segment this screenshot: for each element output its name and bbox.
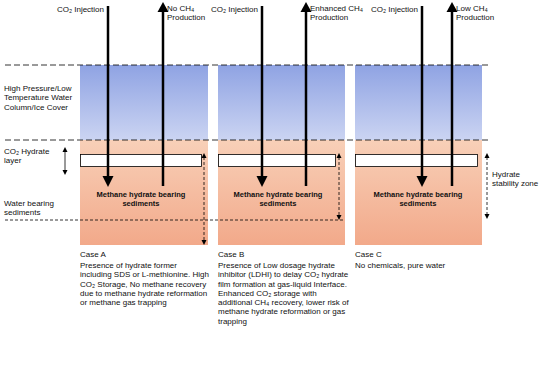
injection-well xyxy=(107,6,110,177)
dimension-arrow xyxy=(487,157,488,215)
region-text: Methane hydrate bearing sediments xyxy=(87,190,195,208)
sediment-region: Methane hydrate bearing sediments xyxy=(362,189,474,211)
production-well xyxy=(305,11,308,186)
arrow-head xyxy=(63,170,68,175)
arrow-head xyxy=(158,2,169,12)
arrow-head xyxy=(202,153,207,158)
injection-well xyxy=(421,6,424,177)
arrow-head xyxy=(485,153,490,158)
sediment-fill xyxy=(355,140,482,245)
water-column xyxy=(355,65,482,140)
dimension-arrow xyxy=(339,157,340,216)
sediment-fill xyxy=(80,140,208,245)
arrow-head xyxy=(63,147,68,152)
sediment-fill xyxy=(218,140,345,245)
arrow-head xyxy=(485,214,490,219)
dimension-arrow xyxy=(65,151,66,171)
arrow-head xyxy=(257,176,268,187)
water-column xyxy=(218,65,345,140)
boundary-line xyxy=(5,65,490,66)
arrow-head xyxy=(301,2,312,12)
production-well xyxy=(162,11,165,186)
region-text: Methane hydrate bearing sediments xyxy=(364,190,472,208)
case-title: Case C xyxy=(355,250,485,259)
well-label: CO₂ Injection xyxy=(50,5,104,14)
case-description: Presence of hydrate former including SDS… xyxy=(80,261,210,307)
boundary-line xyxy=(5,140,490,141)
arrow-head xyxy=(202,240,207,245)
case-title: Case B xyxy=(218,250,350,259)
arrow-head xyxy=(417,176,428,187)
production-well xyxy=(451,11,454,186)
zone-label: CO₂ Hydrate layer xyxy=(4,147,60,166)
hydrate-layer xyxy=(356,155,478,167)
sediment-region: Methane hydrate bearing sediments xyxy=(85,189,197,211)
well-label: CO₂ Injection xyxy=(364,5,418,14)
case-description: No chemicals, pure water xyxy=(355,261,485,270)
arrow-head xyxy=(337,153,342,158)
case-title: Case A xyxy=(80,250,210,259)
boundary-line xyxy=(5,220,345,221)
zone-label: High Pressure/Low Temperature Water Colu… xyxy=(4,84,79,112)
arrow-head xyxy=(447,2,458,12)
well-label: CO₂ Injection xyxy=(204,5,258,14)
arrow-head xyxy=(337,215,342,220)
arrow-head xyxy=(103,176,114,187)
dimension-arrow xyxy=(204,157,205,241)
region-text: Methane hydrate bearing sediments xyxy=(224,190,332,208)
case-description: Presence of Low dosage hydrate inhibitor… xyxy=(218,261,350,326)
zone-label: Hydrate stability zone xyxy=(492,170,546,189)
water-column xyxy=(80,65,208,140)
zone-label: Water bearing sediments xyxy=(4,199,76,218)
well-label: No CH₄ Production xyxy=(167,4,207,23)
hydrate-layer xyxy=(219,155,336,167)
injection-well xyxy=(261,6,264,177)
sediment-region: Methane hydrate bearing sediments xyxy=(222,189,334,211)
well-label: Enhanced CH₄ Production xyxy=(310,4,368,23)
hydrate-layer xyxy=(81,155,202,167)
well-label: Low CH₄ Production xyxy=(456,4,500,23)
